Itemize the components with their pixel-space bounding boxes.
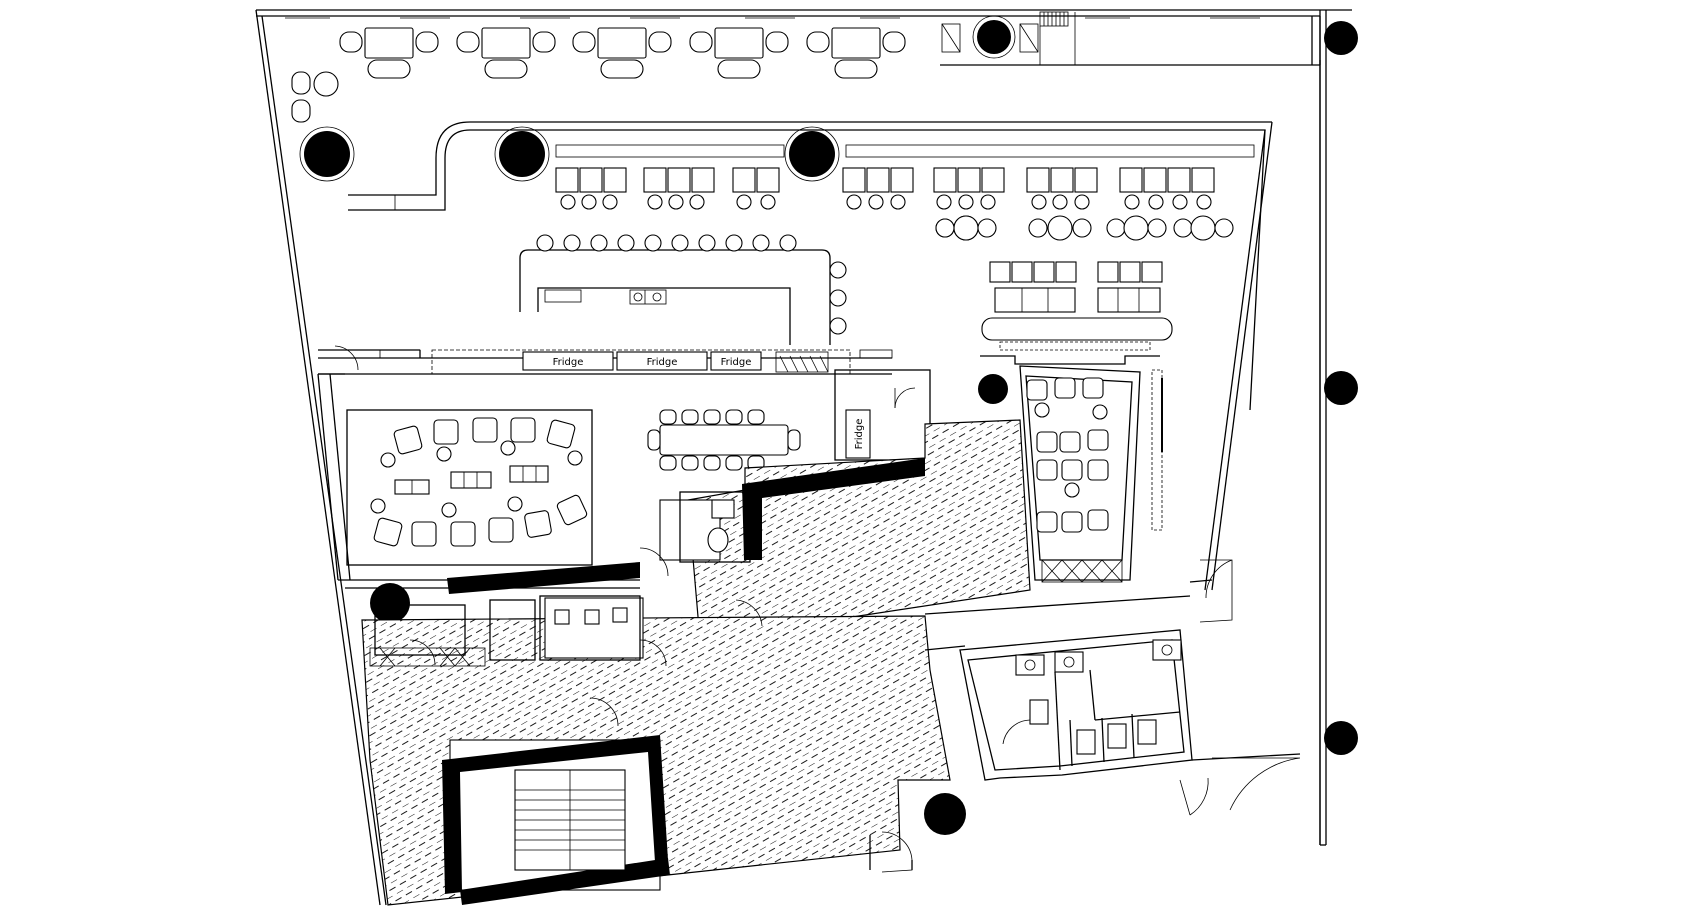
fridge-strip: Fridge Fridge Fridge	[318, 349, 893, 375]
fridge-label-vertical: Fridge	[854, 419, 865, 450]
back-of-house-hatched	[361, 419, 1031, 906]
top-dining-tables	[291, 23, 1039, 123]
table-set-5	[806, 27, 906, 79]
fridge-label-1: Fridge	[553, 357, 584, 368]
right-structure	[1319, 10, 1327, 846]
corridor-doors	[869, 559, 1301, 873]
fridge-label-3: Fridge	[721, 357, 752, 368]
door-swings	[334, 345, 763, 727]
top-window-marks	[285, 11, 1260, 65]
right-lounge	[981, 261, 1173, 351]
private-dining-room	[317, 373, 640, 589]
cold-room: Fridge	[834, 369, 931, 461]
inner-rooms	[369, 491, 751, 667]
fridge-label-2: Fridge	[647, 357, 678, 368]
lounge-chairs	[1026, 377, 1109, 533]
column-rings	[299, 15, 1016, 182]
table-set-2	[456, 27, 556, 79]
table-set-3	[572, 27, 672, 79]
pdr-chairs	[373, 417, 588, 547]
building-outline	[255, 9, 1352, 906]
upper-bench-seats	[555, 167, 1234, 241]
lounge-room	[980, 355, 1163, 583]
structural-columns	[304, 20, 1358, 835]
long-table	[647, 409, 801, 471]
pdr-tables	[370, 440, 583, 518]
upper-banquette	[348, 121, 1273, 591]
bar-counter	[519, 234, 847, 345]
table-set-1	[339, 27, 439, 79]
restrooms	[959, 629, 1193, 781]
table-set-4	[689, 27, 789, 79]
stairs	[514, 769, 626, 871]
